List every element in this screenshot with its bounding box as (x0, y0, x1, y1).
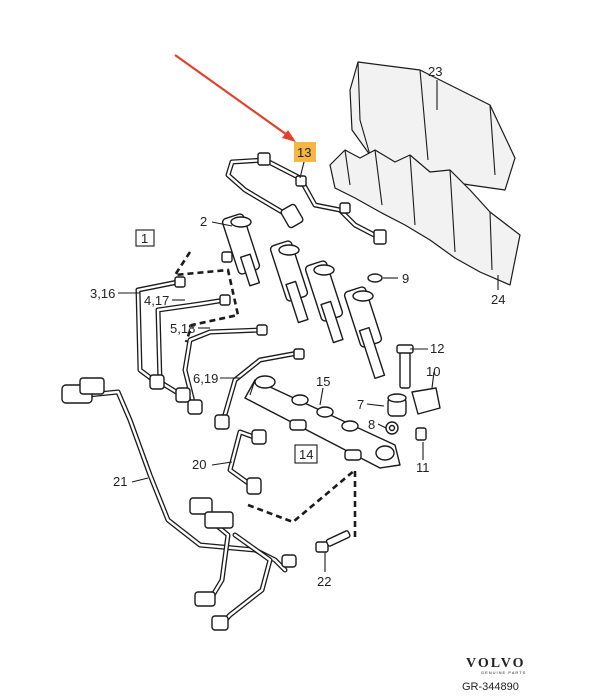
group-lines (172, 251, 357, 540)
part-9 (367, 273, 383, 283)
label-13[interactable]: 13 (297, 145, 311, 160)
brand-logo: VOLVO (466, 656, 526, 671)
label-2: 2 (200, 214, 207, 229)
label-9: 9 (402, 271, 409, 286)
label-5-18: 5,18 (170, 321, 195, 336)
brand-tagline: GENUINE PARTS (481, 670, 526, 675)
injectors (221, 213, 386, 380)
leader-lines (118, 80, 499, 572)
label-20: 20 (192, 457, 206, 472)
label-highlight-13[interactable] (294, 142, 316, 162)
label-4-17: 4,17 (144, 293, 169, 308)
label-6-19: 6,19 (193, 371, 218, 386)
label-10: 10 (426, 364, 440, 379)
label-box-14 (294, 444, 318, 464)
label-8: 8 (368, 417, 375, 432)
brand-block: VOLVO GENUINE PARTS GR-344890 (462, 656, 526, 693)
part-10 (411, 387, 441, 415)
label-15: 15 (316, 374, 330, 389)
label-7: 7 (357, 397, 364, 412)
feed-hose (61, 377, 297, 631)
figure-code: GR-344890 (462, 681, 519, 693)
label-24: 24 (491, 292, 505, 307)
label-3-16: 3,16 (90, 286, 115, 301)
bolt-22 (315, 530, 351, 553)
highlight-arrow (174, 54, 296, 142)
label-box-1 (135, 229, 155, 247)
label-22: 22 (317, 574, 331, 589)
label-21: 21 (113, 474, 127, 489)
heat-shield (329, 61, 521, 286)
hp-pipes (135, 251, 305, 430)
small-parts (367, 273, 441, 441)
label-23: 23 (428, 64, 442, 79)
fuel-rail (244, 375, 401, 469)
label-14: 14 (299, 447, 313, 462)
label-12: 12 (430, 341, 444, 356)
pipe-20 (227, 429, 267, 495)
part-12 (399, 349, 411, 389)
label-1: 1 (141, 231, 148, 246)
part-11 (415, 427, 427, 441)
return-pipe (225, 152, 387, 245)
label-11: 11 (416, 460, 430, 475)
